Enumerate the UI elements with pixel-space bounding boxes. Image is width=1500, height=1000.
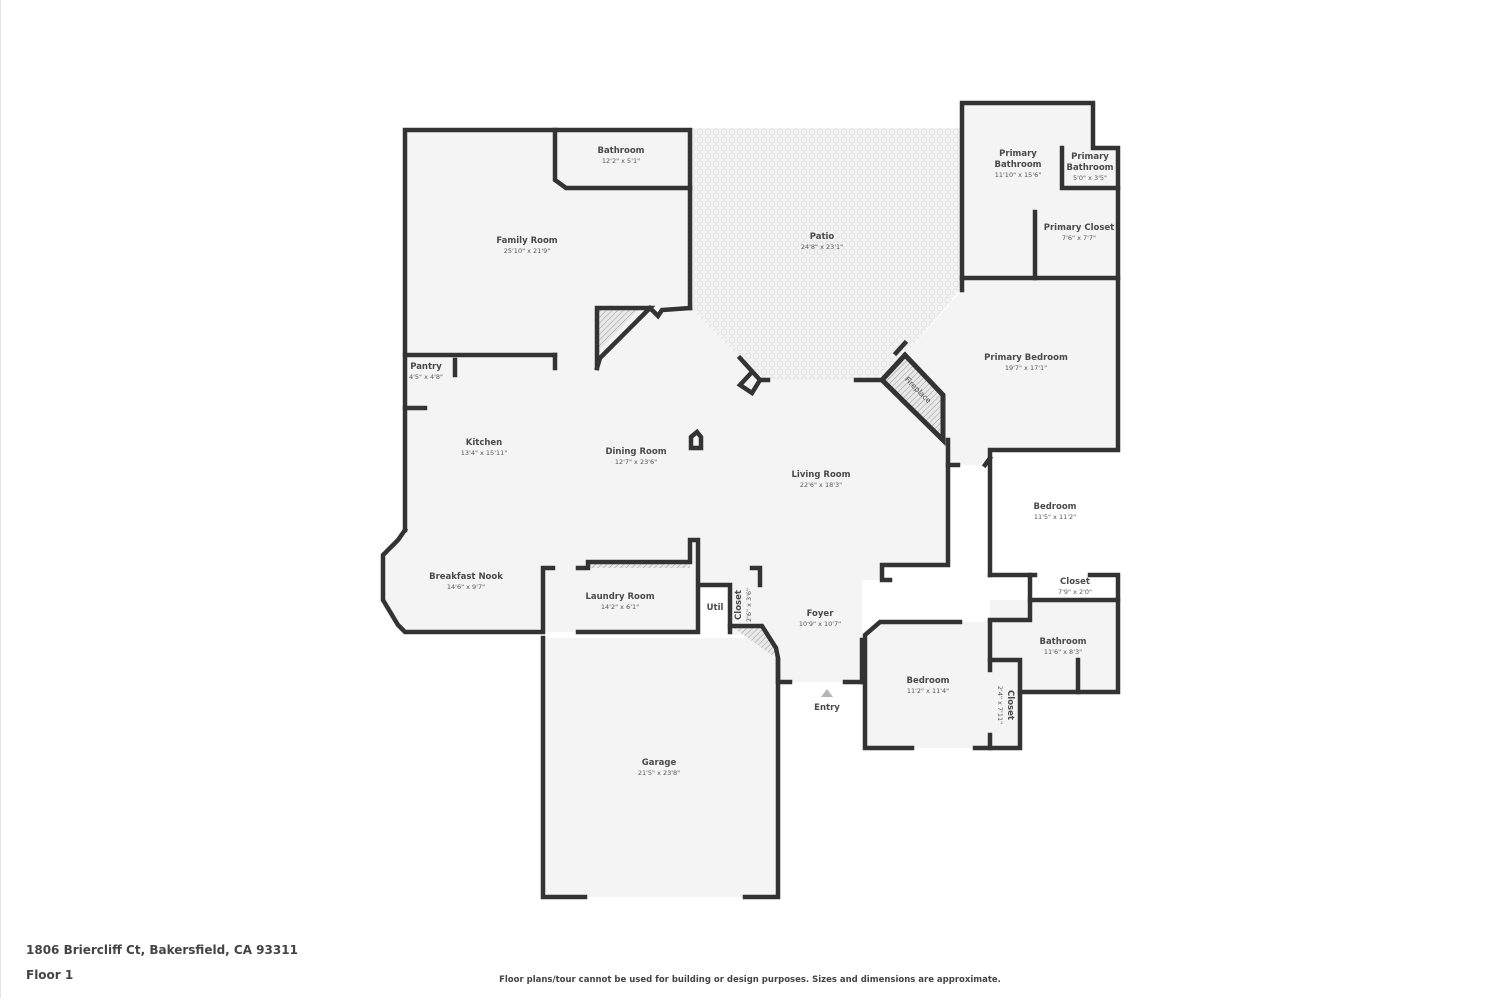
- room-name: Closet: [1005, 690, 1015, 720]
- room-bedroom-bottom: Bedroom 11'2" x 11'4": [906, 676, 949, 696]
- room-name: Kitchen: [465, 438, 503, 448]
- room-dimensions: 2'4" x 7'11": [996, 685, 1004, 725]
- room-name: Breakfast Nook: [429, 572, 503, 582]
- room-name-line2: Bathroom: [1066, 163, 1114, 173]
- room-name: Dining Room: [605, 447, 667, 457]
- room-foyer: Foyer 10'9" x 10'7": [799, 609, 841, 629]
- room-primary-bathroom-small: Primary Bathroom 5'0" x 3'5": [1066, 152, 1113, 183]
- room-kitchen: Kitchen 13'4" x 15'11": [461, 438, 507, 458]
- floor-label: Floor 1: [26, 968, 74, 982]
- room-name: Bedroom: [1033, 502, 1077, 512]
- room-name-line2: Bathroom: [994, 160, 1042, 170]
- room-dimensions: 11'2" x 11'4": [906, 687, 950, 695]
- room-dimensions: 12'2" x 5'1": [601, 157, 641, 165]
- room-dimensions: 14'6" x 9'7": [446, 583, 486, 591]
- room-name: Primary Bedroom: [984, 353, 1068, 363]
- room-name: Util: [706, 603, 724, 613]
- hatch-family: [597, 308, 640, 365]
- room-breakfast-nook: Breakfast Nook 14'6" x 9'7": [429, 572, 503, 592]
- room-living-room: Living Room 22'6" x 18'3": [792, 470, 851, 490]
- room-name-line1: Primary: [999, 149, 1037, 159]
- room-garage: Garage 21'5" x 23'8": [638, 758, 680, 778]
- room-bathroom-right: Bathroom 11'6" x 8'3": [1039, 637, 1086, 657]
- room-dimensions: 10'9" x 10'7": [798, 620, 842, 628]
- room-name: Primary Closet: [1043, 223, 1115, 233]
- room-dimensions: 2'6" x 3'6": [745, 587, 753, 623]
- room-name: Foyer: [806, 609, 834, 619]
- room-dimensions: 19'7" x 17'1": [1004, 364, 1048, 372]
- room-dimensions: 7'9" x 2'0": [1057, 588, 1093, 596]
- room-name: Closet: [1060, 577, 1090, 587]
- room-name: Laundry Room: [585, 592, 655, 602]
- room-closet-foyer: Closet 2'6" x 3'6": [734, 588, 754, 622]
- patio-area: [690, 128, 960, 380]
- property-address: 1806 Briercliff Ct, Bakersfield, CA 9331…: [26, 943, 298, 957]
- room-family-room: Family Room 25'10" x 21'9": [496, 236, 557, 256]
- fireplace-hatch: [878, 351, 946, 446]
- room-primary-bathroom: Primary Bathroom 11'10" x 15'6": [994, 149, 1041, 180]
- room-closet-right: Closet 7'9" x 2'0": [1058, 577, 1092, 597]
- room-name: Bathroom: [1039, 637, 1087, 647]
- room-name: Living Room: [791, 470, 851, 480]
- room-dimensions: 24'8" x 23'1": [800, 243, 844, 251]
- room-bathroom-top: Bathroom 12'2" x 5'1": [597, 146, 644, 166]
- room-dimensions: 21'5" x 23'8": [637, 769, 681, 777]
- room-dimensions: 13'4" x 15'11": [460, 449, 508, 457]
- room-dimensions: 4'5" x 4'8": [408, 373, 444, 381]
- room-dimensions: 25'10" x 21'9": [503, 247, 551, 255]
- room-dimensions: 11'6" x 8'3": [1043, 648, 1083, 656]
- room-dimensions: 7'6" x 7'7": [1061, 234, 1097, 242]
- room-closet-bottom: Closet 2'4" x 7'11": [995, 686, 1015, 724]
- entry-arrow-icon: [821, 689, 833, 697]
- room-primary-closet: Primary Closet 7'6" x 7'7": [1044, 223, 1115, 243]
- room-dimensions: 11'5" x 11'2": [1033, 513, 1077, 521]
- room-dimensions: 12'7" x 23'6": [614, 458, 658, 466]
- room-name: Garage: [641, 758, 677, 768]
- room-dimensions: 11'10" x 15'6": [994, 171, 1042, 179]
- room-name: Patio: [809, 232, 835, 242]
- room-name: Bathroom: [597, 146, 645, 156]
- room-name: Closet: [734, 590, 744, 620]
- room-patio: Patio 24'8" x 23'1": [801, 232, 843, 252]
- room-dining-room: Dining Room 12'7" x 23'6": [605, 447, 666, 467]
- room-name: Bedroom: [906, 676, 950, 686]
- room-primary-bedroom: Primary Bedroom 19'7" x 17'1": [984, 353, 1068, 373]
- walls: [380, 100, 1121, 900]
- room-dimensions: 14'2" x 6'1": [600, 603, 640, 611]
- room-dimensions: 5'0" x 3'5": [1072, 174, 1108, 182]
- room-name: Family Room: [496, 236, 558, 246]
- room-bedroom-right: Bedroom 11'5" x 11'2": [1033, 502, 1076, 522]
- entry-label: Entry: [814, 703, 840, 713]
- room-name-line1: Primary: [1071, 152, 1109, 162]
- room-dimensions: 22'6" x 18'3": [799, 481, 843, 489]
- room-pantry: Pantry 4'5" x 4'8": [409, 362, 443, 382]
- room-laundry-room: Laundry Room 14'2" x 6'1": [585, 592, 654, 612]
- disclaimer: Floor plans/tour cannot be used for buil…: [499, 975, 1001, 985]
- room-util: Util: [707, 603, 724, 614]
- room-name: Pantry: [410, 362, 442, 372]
